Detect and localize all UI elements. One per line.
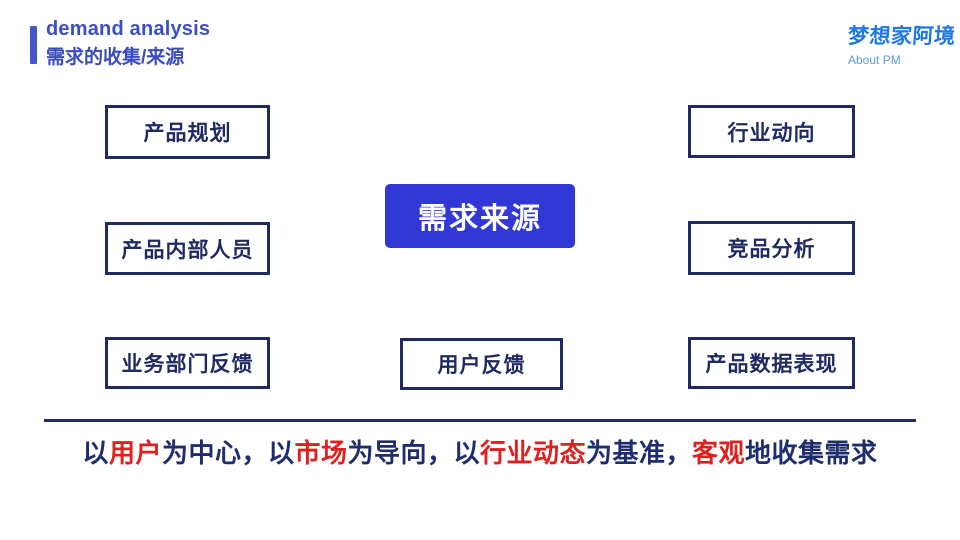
box-business-dept-feedback: 业务部门反馈: [105, 337, 270, 389]
page-title-en: demand analysis: [46, 18, 211, 40]
footer-segment: 市场: [294, 438, 348, 468]
footer-segment: 以: [82, 438, 109, 468]
footer-segment: 为导向，以: [347, 438, 480, 468]
box-user-feedback: 用户反馈: [400, 338, 563, 390]
footer-segment: 为基准，: [586, 438, 693, 468]
footer-segment: 用户: [108, 438, 162, 468]
page-title-zh: 需求的收集/来源: [46, 47, 185, 68]
box-product-data-performance: 产品数据表现: [688, 337, 855, 389]
header-accent-bar: [30, 26, 37, 64]
brand-logo: 梦想家阿境 About PM: [847, 20, 957, 67]
box-internal-staff: 产品内部人员: [105, 222, 270, 275]
box-competitor-analysis: 竞品分析: [688, 221, 855, 275]
box-industry-trends: 行业动向: [688, 105, 855, 158]
brand-logo-subtitle: About PM: [848, 53, 901, 67]
brand-logo-name: 梦想家阿境: [847, 25, 957, 48]
footer-segment: 为中心，以: [161, 438, 295, 468]
footer-segment: 客观: [692, 438, 746, 468]
center-node-demand-source: 需求来源: [385, 184, 575, 248]
footer-statement: 以用户为中心，以市场为导向，以行业动态为基准，客观地收集需求: [0, 433, 960, 470]
footer-divider: [44, 419, 916, 422]
footer-segment: 地收集需求: [745, 438, 878, 468]
box-product-planning: 产品规划: [105, 105, 270, 159]
footer-segment: 行业动态: [480, 438, 587, 468]
